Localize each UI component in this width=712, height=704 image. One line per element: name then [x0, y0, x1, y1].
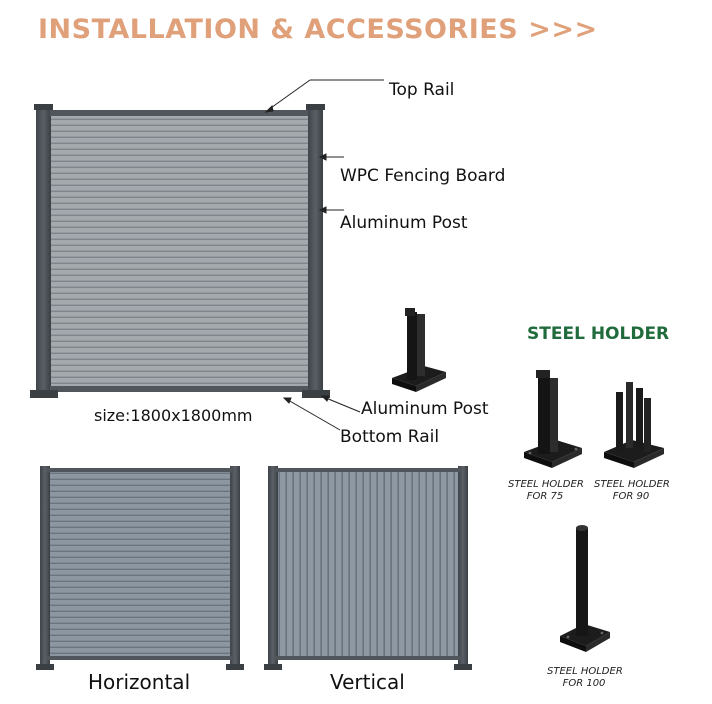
- label-wpc-board: WPC Fencing Board: [340, 166, 506, 186]
- caption-horizontal: Horizontal: [88, 670, 191, 694]
- label-aluminum-post-lower: Aluminum Post: [361, 399, 489, 419]
- wpc-board-area: [50, 112, 320, 390]
- caption-holder-75-line1: STEEL HOLDER: [508, 479, 584, 490]
- top-rail: [50, 110, 308, 116]
- size-label: size:1800x1800mm: [94, 406, 253, 425]
- right-post-base: [302, 390, 330, 398]
- steel-holder-title: STEEL HOLDER: [527, 324, 670, 344]
- main-fence-panel: [30, 104, 330, 398]
- caption-holder-90-line1: STEEL HOLDER: [594, 479, 670, 490]
- caption-holder-90-line2: FOR 90: [612, 491, 650, 502]
- horizontal-panel: [36, 466, 244, 670]
- leader-lines: [264, 79, 384, 431]
- caption-holder-100: STEEL HOLDER FOR 100: [547, 666, 623, 690]
- label-bottom-rail: Bottom Rail: [340, 427, 440, 447]
- vertical-panel: [264, 466, 472, 670]
- page-title: INSTALLATION & ACCESSORIES >>>: [38, 14, 598, 45]
- caption-holder-75: STEEL HOLDER FOR 75: [508, 479, 584, 503]
- steel-holder-single: [392, 308, 446, 392]
- caption-vertical: Vertical: [330, 670, 405, 694]
- caption-holder-75-line2: FOR 75: [526, 491, 564, 502]
- steel-holder-90: [604, 382, 664, 468]
- caption-holder-100-line1: STEEL HOLDER: [547, 666, 623, 677]
- left-post-base: [30, 390, 58, 398]
- title-text: INSTALLATION & ACCESSORIES: [38, 14, 519, 45]
- label-aluminum-post-upper: Aluminum Post: [340, 213, 468, 233]
- caption-holder-100-line2: FOR 100: [562, 678, 606, 689]
- bottom-rail: [50, 386, 308, 392]
- label-top-rail: Top Rail: [389, 80, 455, 100]
- caption-holder-90: STEEL HOLDER FOR 90: [594, 479, 670, 503]
- title-arrows: >>>: [528, 14, 598, 45]
- steel-holder-75: [524, 370, 582, 468]
- left-aluminum-post: [36, 108, 51, 392]
- steel-holder-100: [560, 525, 610, 652]
- right-aluminum-post: [308, 108, 323, 392]
